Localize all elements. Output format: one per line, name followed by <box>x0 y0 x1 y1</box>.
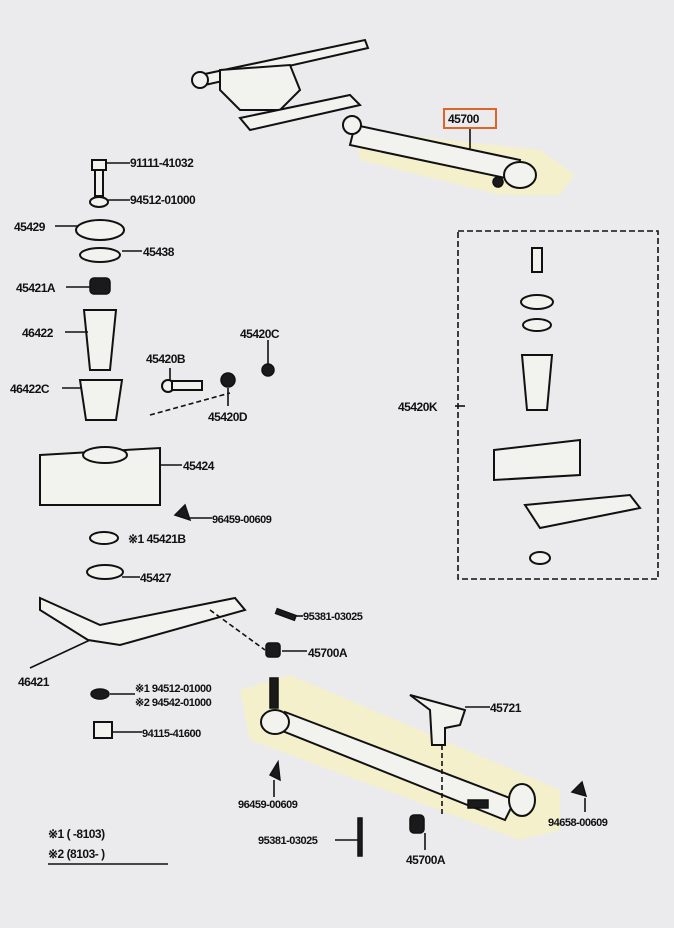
k-nut <box>529 551 551 565</box>
label-45429: 45429 <box>14 220 46 234</box>
label-94512-01000-n1: ※1 94512-01000 <box>135 683 212 695</box>
bolt-head <box>91 159 107 171</box>
seal-45427 <box>86 564 124 580</box>
k-bolt <box>531 247 543 273</box>
grease-fitting <box>173 503 192 522</box>
label-45438: 45438 <box>143 245 175 259</box>
bolt-45420B-shank <box>171 380 203 391</box>
top-ball-joint <box>191 71 209 89</box>
label-94512-01000: 94512-01000 <box>130 193 196 207</box>
label-46422C: 46422C <box>10 382 50 396</box>
assembly-45420K <box>455 230 659 580</box>
bolt-shank <box>94 169 104 197</box>
tie-rod-stud <box>269 677 279 709</box>
label-46421: 46421 <box>18 675 50 689</box>
dash-guide-1 <box>149 392 231 416</box>
pin-95381-top <box>274 607 298 622</box>
nut-45700A-bottom <box>409 814 425 834</box>
left-exploded-stack <box>39 159 275 739</box>
dash-guide-2 <box>209 609 266 651</box>
cap-45429 <box>75 219 125 241</box>
label-45420D: 45420D <box>208 410 248 424</box>
label-94115-41600: 94115-41600 <box>142 728 201 740</box>
idler-arm-46421 <box>39 596 247 647</box>
tie-rod-end-right <box>508 783 536 817</box>
top-rod-joint <box>342 115 362 135</box>
label-45700A-bottom: 45700A <box>406 853 446 867</box>
bushing-45421B <box>89 531 119 545</box>
bracket-bore <box>82 446 128 464</box>
label-45424: 45424 <box>183 459 215 473</box>
top-idler-arm <box>238 93 362 132</box>
washer <box>89 196 109 208</box>
top-rod-end <box>503 161 537 189</box>
callout-box-45700 <box>443 108 497 129</box>
pin-95381-bottom <box>357 817 363 857</box>
label-94658-00609: 94658-00609 <box>548 817 608 829</box>
k-arm <box>523 493 642 530</box>
legend: ※1 ( -8103) ※2 (8103- ) <box>48 827 168 865</box>
label-96459-00609-bottom: 96459-00609 <box>238 799 298 811</box>
assembly-box <box>457 230 659 580</box>
top-idler-bracket <box>219 63 302 111</box>
k-bracket <box>493 438 581 482</box>
nut-45420D <box>220 372 236 388</box>
seal-45438 <box>79 247 121 263</box>
label-46422: 46422 <box>22 326 54 340</box>
legend-note-1: ※1 ( -8103) <box>48 827 105 841</box>
label-95381-03025-top: 95381-03025 <box>303 611 363 623</box>
nut-94115 <box>93 721 113 739</box>
label-94542-01000-n2: ※2 94542-01000 <box>135 697 212 709</box>
legend-note-2: ※2 (8103- ) <box>48 847 105 861</box>
nut-45700A-top <box>265 642 281 658</box>
label-45421B: ※1 45421B <box>128 532 186 546</box>
k-cap <box>520 294 554 310</box>
label-45420B: 45420B <box>146 352 186 366</box>
bracket-45721 <box>409 694 467 746</box>
k-shaft <box>520 354 554 411</box>
tie-rod-end-left <box>260 709 290 735</box>
label-45420K: 45420K <box>398 400 438 414</box>
top-linkage-assembly <box>191 38 575 195</box>
label-45700: 45700 <box>448 112 480 126</box>
bushing-46422C <box>78 379 124 421</box>
grease-fitting-right <box>570 780 588 798</box>
label-96459-00609-top: 96459-00609 <box>212 514 272 526</box>
top-rod-nut <box>492 176 504 188</box>
washer-94512 <box>90 688 110 700</box>
label-45420C: 45420C <box>240 327 280 341</box>
bushing-45421A <box>89 277 111 295</box>
label-45427: 45427 <box>140 571 172 585</box>
bottom-tie-rod <box>240 607 588 857</box>
label-95381-03025-bottom: 95381-03025 <box>258 835 318 847</box>
shaft-46422 <box>82 309 118 371</box>
leader-lines-bottom <box>273 615 586 850</box>
leader-lines-left <box>29 162 269 733</box>
label-45700A-top: 45700A <box>308 646 348 660</box>
k-seal <box>522 318 552 332</box>
grease-fitting-bottom <box>268 759 281 782</box>
right-bolt <box>467 799 489 809</box>
nut-45420C <box>261 363 275 377</box>
label-45421A: 45421A <box>16 281 56 295</box>
label-91111-41032: 91111-41032 <box>130 156 194 170</box>
label-45721: 45721 <box>490 701 522 715</box>
